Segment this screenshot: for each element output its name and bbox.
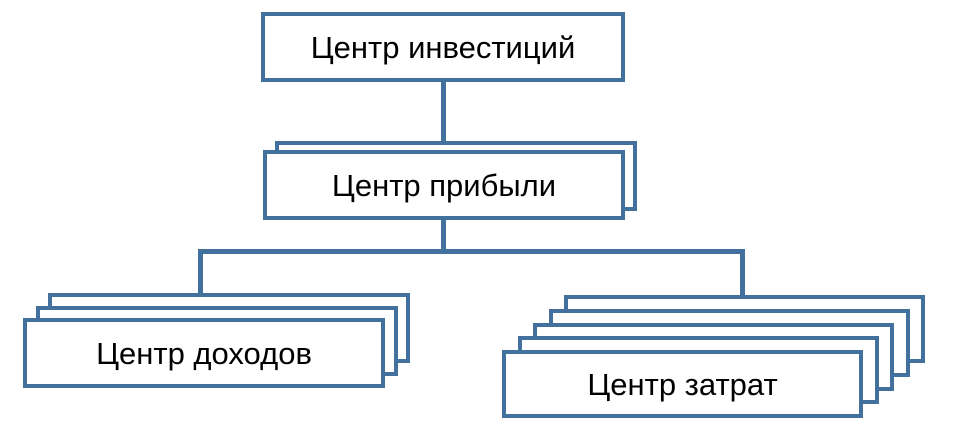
node-box: Центр доходов — [23, 318, 385, 388]
node-profit-center: Центр прибыли — [263, 141, 637, 220]
node-revenue-center: Центр доходов — [23, 293, 410, 388]
node-box: Центр инвестиций — [261, 12, 625, 82]
node-box: Центр затрат — [502, 350, 863, 418]
node-box: Центр прибыли — [263, 150, 625, 220]
node-label-profit-center: Центр прибыли — [331, 167, 557, 203]
connector-investment-to-profit — [441, 80, 446, 142]
node-cost-center: Центр затрат — [502, 295, 925, 418]
node-label-investment-center: Центр инвестиций — [310, 29, 576, 65]
node-label-cost-center: Центр затрат — [587, 366, 778, 402]
connector-profit-stem — [441, 218, 446, 254]
node-investment-center: Центр инвестиций — [261, 12, 625, 82]
node-label-revenue-center: Центр доходов — [96, 335, 312, 371]
connector-branch-revenue-cost — [198, 249, 745, 295]
